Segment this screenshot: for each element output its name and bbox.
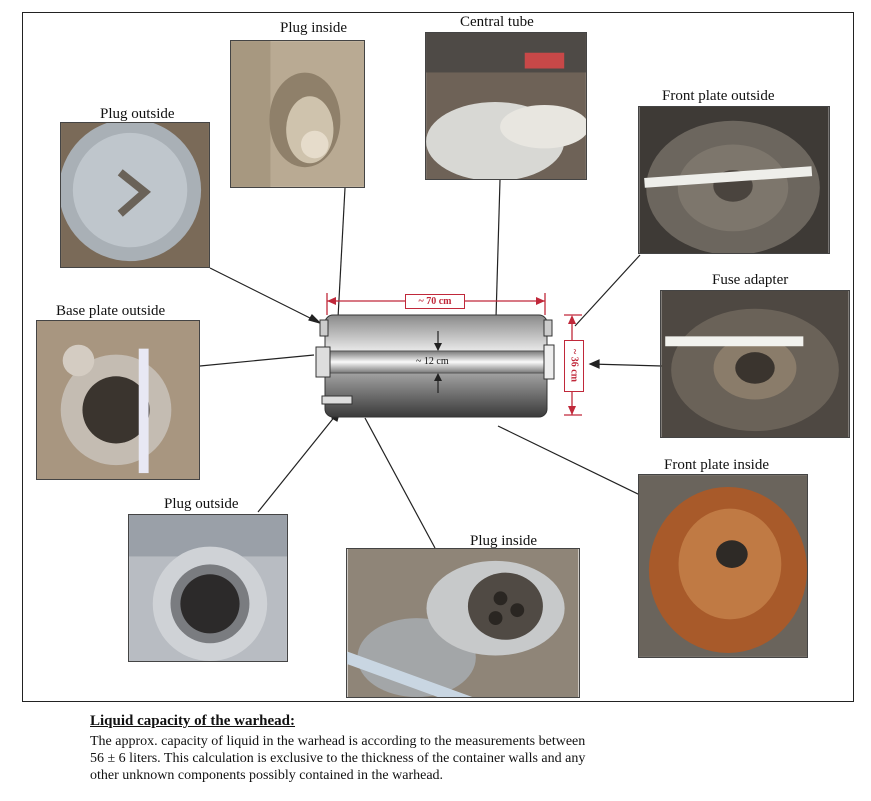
paragraph-line-1: The approx. capacity of liquid in the wa… [90, 734, 586, 749]
photo-fuse-adapter [660, 290, 850, 438]
caption-central-tube: Central tube [460, 14, 534, 30]
figure-frame [22, 12, 854, 702]
caption-fuse-adapter: Fuse adapter [712, 272, 789, 288]
leader-fuse-adapter [589, 363, 663, 367]
photo-front-plate-inside [638, 474, 808, 658]
photo-plug-inside-bottom [346, 548, 580, 698]
caption-base-plate-outside: Base plate outside [56, 303, 166, 319]
photo-plug-inside-top [230, 40, 365, 188]
caption-plug-inside-top: Plug inside [280, 20, 348, 36]
photo-front-plate-outside [638, 106, 830, 254]
caption-plug-outside-bottom: Plug outside [164, 496, 239, 512]
paragraph-line-3: other unknown components possibly contai… [90, 768, 444, 783]
photo-central-tube [425, 32, 587, 180]
capacity-heading: Liquid capacity of the warhead: [90, 713, 296, 729]
photo-base-plate-outside [36, 320, 200, 480]
photo-plug-outside-top [60, 122, 210, 268]
photo-plug-outside-bottom [128, 514, 288, 662]
paragraph-line-2: 56 ± 6 liters. This calculation is exclu… [90, 751, 586, 766]
length-label: ~ 70 cm [405, 294, 465, 309]
leader-plug-inside-top [337, 187, 346, 319]
leader-plug-outside-top [209, 267, 321, 324]
caption-plug-outside-top: Plug outside [100, 106, 175, 122]
leader-front-plate-outside [574, 254, 641, 327]
diameter-label: ~ 36 cm [568, 349, 580, 382]
leader-front-plate-inside [497, 425, 641, 496]
warhead-diagram [315, 293, 582, 418]
caption-plug-inside-bottom: Plug inside [470, 533, 538, 549]
caption-front-plate-inside: Front plate inside [664, 457, 769, 473]
leader-plug-inside-bottom [364, 417, 436, 549]
leader-base-plate-outside [199, 354, 315, 367]
leader-plug-outside-bottom [257, 409, 341, 513]
tube-diameter-label: ~ 12 cm [416, 356, 449, 367]
caption-front-plate-outside: Front plate outside [662, 88, 775, 104]
diameter-label-box: ~ 36 cm [564, 340, 584, 392]
capacity-paragraph: The approx. capacity of liquid in the wa… [90, 733, 770, 784]
